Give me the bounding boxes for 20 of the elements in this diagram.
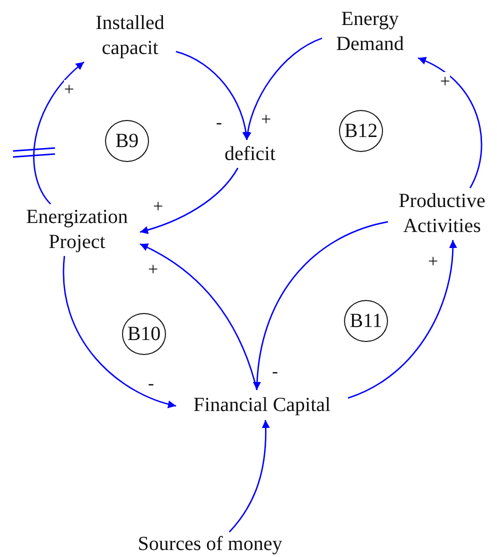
- causal-arrow: [348, 240, 457, 399]
- variable-label: Sources of money: [122, 532, 298, 557]
- loop-marker: B9: [105, 120, 149, 162]
- causal-arrow: [418, 57, 482, 188]
- causal-arrow: [253, 221, 388, 390]
- variable-label: Financial Capital: [176, 390, 348, 420]
- loop-marker: B10: [122, 313, 166, 355]
- variable-label: deficit: [218, 140, 282, 168]
- causal-arrow: [62, 256, 176, 408]
- variable-label: Energization Project: [14, 204, 140, 256]
- causal-arrow: [228, 420, 270, 532]
- causal-arrow: [33, 61, 84, 204]
- causal-arrow: [140, 168, 238, 234]
- loop-marker: B12: [339, 110, 383, 152]
- variable-label: Installed capacit: [84, 10, 176, 62]
- loop-marker: B11: [344, 300, 388, 342]
- causal-arrow: [244, 38, 322, 140]
- causal-arrow: [140, 243, 258, 390]
- variable-label: Energy Demand: [322, 6, 418, 58]
- variable-label: Productive Activities: [388, 188, 496, 240]
